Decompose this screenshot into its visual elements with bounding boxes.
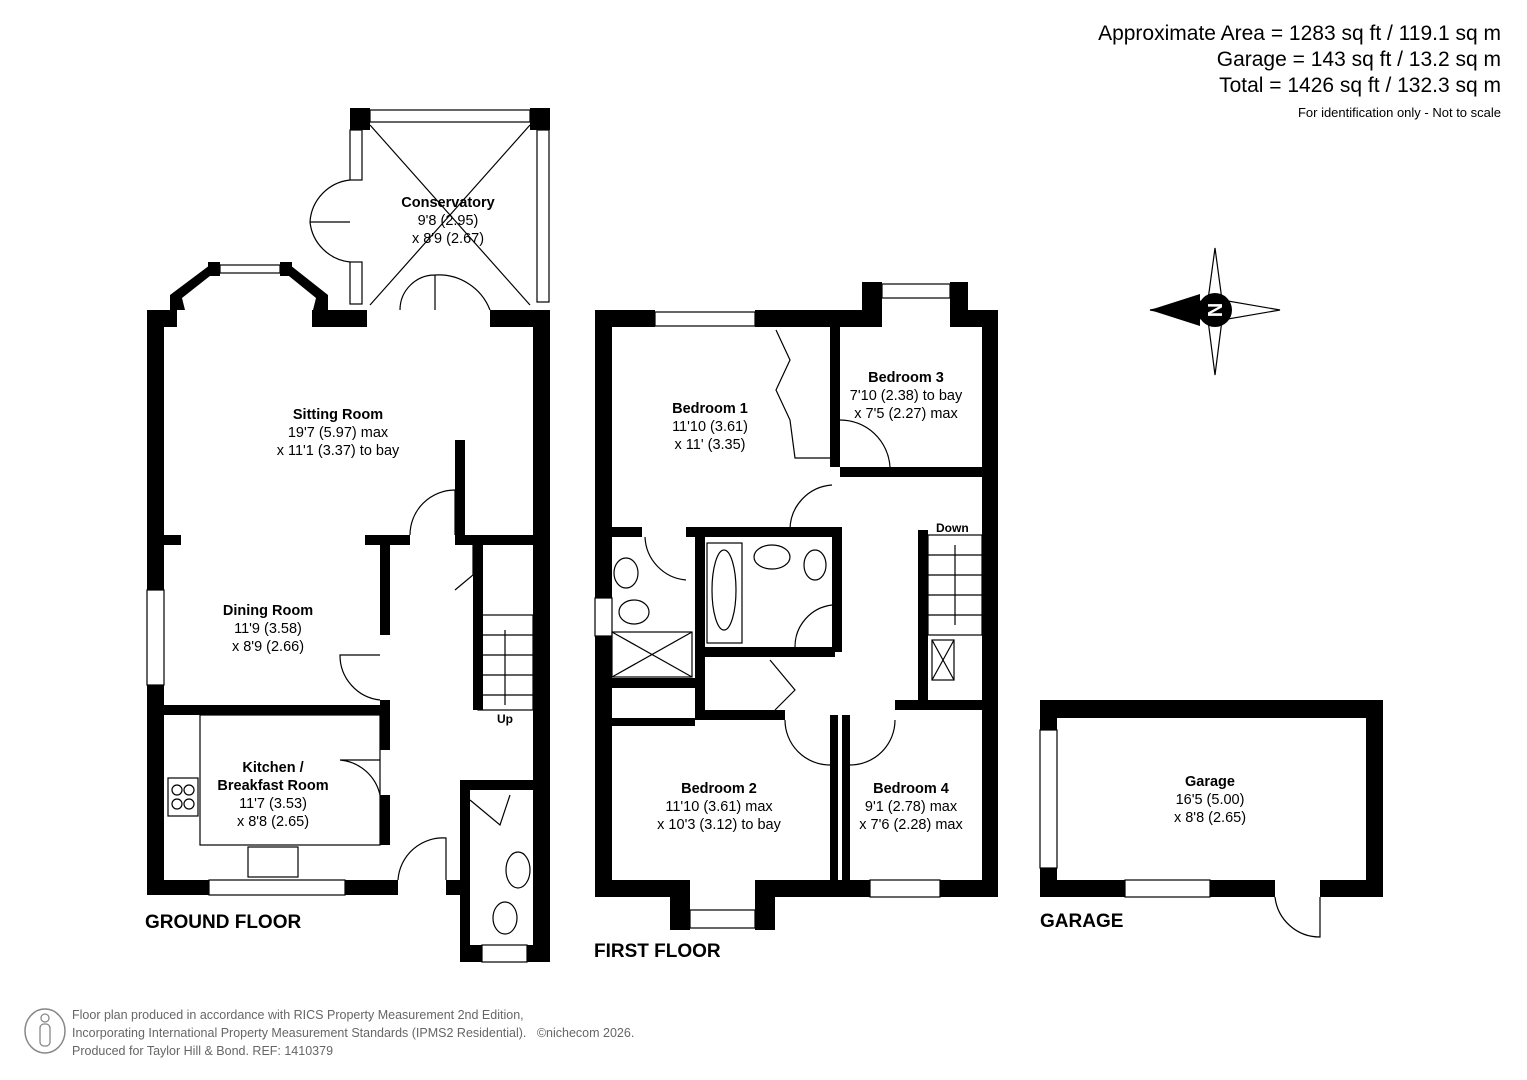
room-name: Sitting Room xyxy=(292,407,384,423)
room-name: Breakfast Room xyxy=(217,778,329,794)
room-label-kitchen: Kitchen / Breakfast Room 11'7 (3.53) x 8'8 … xyxy=(217,759,328,831)
room-dim: 9'8 (2.95) xyxy=(417,213,479,229)
compass-north-label: N xyxy=(1203,303,1225,317)
room-name: Kitchen / xyxy=(242,760,304,776)
room-label-sitting-room: Sitting Room 19'7 (5.97) max x 11'1 (3.37)… xyxy=(277,406,400,460)
room-dim: x 11'1 (3.37) to bay xyxy=(276,443,400,459)
stairs-up-label: Up xyxy=(497,712,513,726)
ground-floor-walls xyxy=(147,262,550,962)
footer-copyright: ©nichecom 2026. xyxy=(536,1026,635,1040)
room-name: Bedroom 2 xyxy=(681,781,757,797)
stairs-down xyxy=(927,534,983,681)
conservatory-frame xyxy=(309,108,550,311)
room-dim: x 11' (3.35) xyxy=(674,437,746,453)
footer-disclaimer: Floor plan produced in accordance with R… xyxy=(72,1006,634,1060)
room-dim: 19'7 (5.97) max xyxy=(287,425,389,441)
room-dim: x 10'3 (3.12) to bay xyxy=(657,817,781,833)
room-name: Bedroom 3 xyxy=(868,370,944,386)
room-dim: x 7'6 (2.28) max xyxy=(859,817,963,833)
room-dim: x 7'5 (2.27) max xyxy=(854,406,958,422)
first-floor-title: FIRST FLOOR xyxy=(594,941,721,962)
room-dim: 11'10 (3.61) xyxy=(672,419,748,435)
ground-floor-title: GROUND FLOOR xyxy=(145,912,302,933)
garage-area: Garage = 143 sq ft / 13.2 sq m xyxy=(1216,48,1501,71)
room-label-garage: Garage 16'5 (5.00) x 8'8 (2.65) xyxy=(1174,773,1246,827)
room-label-bedroom-1: Bedroom 1 11'10 (3.61) x 11' (3.35) xyxy=(672,400,748,454)
room-dim: 9'1 (2.78) max xyxy=(864,799,958,815)
scale-note: For identification only - Not to scale xyxy=(1297,105,1501,120)
first-floor-walls xyxy=(595,282,998,930)
footer-line-2: Incorporating International Property Mea… xyxy=(72,1026,527,1040)
room-name: Garage xyxy=(1185,774,1235,790)
footer-line-1: Floor plan produced in accordance with R… xyxy=(72,1008,524,1022)
stairs-up xyxy=(477,614,534,711)
room-name: Conservatory xyxy=(401,195,495,211)
room-label-dining-room: Dining Room 11'9 (3.58) x 8'9 (2.66) xyxy=(223,602,313,656)
room-dim: x 8'8 (2.65) xyxy=(1173,810,1247,826)
compass-icon xyxy=(1149,247,1281,376)
total-area: Total = 1426 sq ft / 132.3 sq m xyxy=(1219,74,1501,97)
room-label-bedroom-2: Bedroom 2 11'10 (3.61) max x 10'3 (3.12) t… xyxy=(657,780,781,834)
room-dim: 16'5 (5.00) xyxy=(1175,792,1245,808)
room-name: Dining Room xyxy=(222,603,314,619)
room-dim: 11'10 (3.61) max xyxy=(665,799,773,815)
room-label-bedroom-3: Bedroom 3 7'10 (2.38) to bay x 7'5 (2.27) … xyxy=(850,369,962,423)
room-name: Bedroom 4 xyxy=(873,781,949,797)
room-dim: 7'10 (2.38) to bay xyxy=(849,388,963,404)
room-dim: 11'7 (3.53) xyxy=(239,796,307,812)
garage-title: GARAGE xyxy=(1040,911,1124,932)
room-dim: x 8'9 (2.67) xyxy=(411,231,485,247)
room-name: Bedroom 1 xyxy=(672,401,748,417)
room-dim: x 8'9 (2.66) xyxy=(231,639,305,655)
room-label-conservatory: Conservatory 9'8 (2.95) x 8'9 (2.67) xyxy=(401,194,494,248)
room-dim: 11'9 (3.58) xyxy=(234,621,302,637)
person-icon xyxy=(24,1008,66,1054)
room-label-bedroom-4: Bedroom 4 9'1 (2.78) max x 7'6 (2.28) max xyxy=(859,780,963,834)
room-dim: x 8'8 (2.65) xyxy=(236,814,310,830)
stairs-down-label: Down xyxy=(936,521,969,535)
approximate-area: Approximate Area = 1283 sq ft / 119.1 sq… xyxy=(1098,22,1501,45)
footer-line-3: Produced for Taylor Hill & Bond. REF: 14… xyxy=(72,1044,334,1058)
